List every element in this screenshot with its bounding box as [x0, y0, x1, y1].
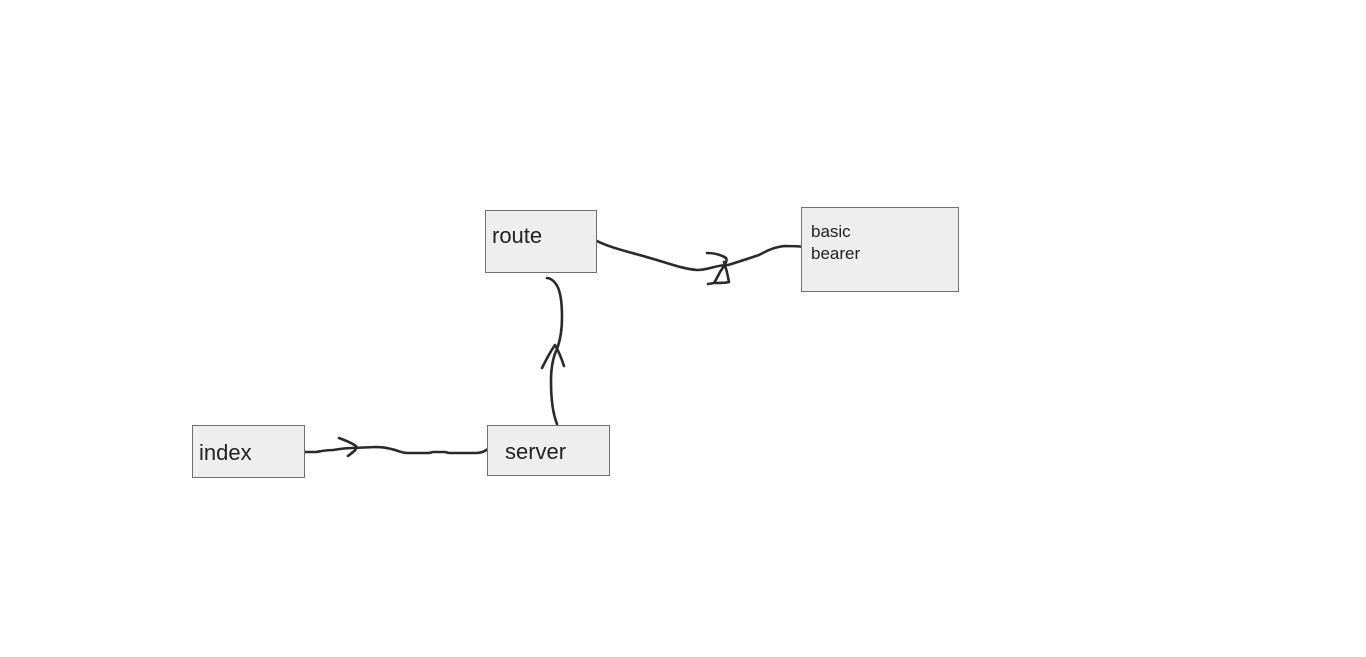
- node-index-label: index: [199, 440, 252, 465]
- node-auth-label-bearer: bearer: [811, 244, 861, 263]
- node-auth: basic bearer: [801, 207, 959, 292]
- edge-server-to-route: [545, 276, 564, 426]
- edge-server-to-route-arrowhead: [540, 343, 566, 370]
- edge-route-to-auth: [593, 238, 806, 272]
- node-server: server: [487, 425, 610, 476]
- edge-index-to-server-arrowhead: [337, 436, 358, 458]
- edge-index-to-server: [302, 445, 490, 455]
- node-server-label: server: [505, 439, 567, 464]
- node-auth-label-basic: basic: [811, 222, 851, 241]
- node-index: index: [192, 425, 305, 478]
- edge-route-to-auth-arrowhead: [705, 251, 731, 286]
- node-route: route: [485, 210, 597, 273]
- node-route-label: route: [492, 223, 543, 248]
